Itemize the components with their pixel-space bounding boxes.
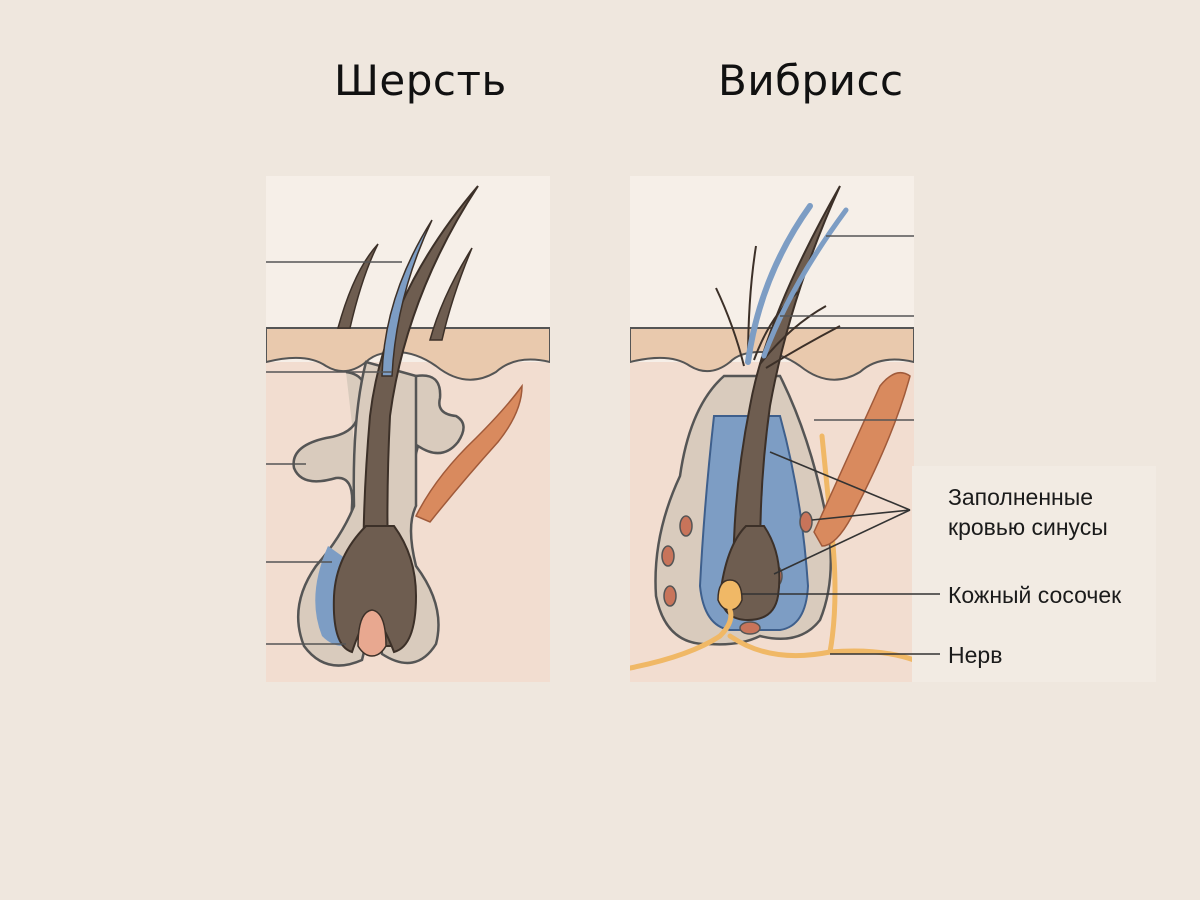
arrector-pili-muscle [414,383,523,523]
label-blood-sinuses-line2: кровью синусы [948,514,1108,540]
secondary-hair-3 [429,247,473,341]
sinus-3 [663,585,677,607]
label-dermal-papilla: Кожный сосочек [948,582,1122,608]
dermal-papilla [717,579,743,611]
secondary-hair-1 [337,243,379,329]
whisker-blue-2 [761,207,849,359]
whisker-blue-1 [745,203,813,365]
label-blood-sinuses: Заполненные кровью синусы [948,482,1108,542]
vibrissa-shaft [732,185,841,607]
labels-panel [912,466,1156,682]
title-fur: Шерсть [334,56,507,105]
sinus-1 [679,515,693,537]
label-nerve: Нерв [948,642,1003,668]
hair-bulb [332,525,418,654]
label-blood-sinuses-line1: Заполненные [948,484,1094,510]
vibrissa-follicle-diagram [630,176,914,682]
sinus-2 [661,545,675,567]
secondary-hair-2 [381,219,433,377]
sinus-6 [799,511,813,533]
title-vibrissa: Вибрисс [718,56,904,105]
fur-follicle-diagram [266,176,550,682]
epidermis [630,327,914,381]
sinus-4 [739,621,761,635]
whisker-fan [715,245,841,369]
dermal-papilla [357,609,387,657]
